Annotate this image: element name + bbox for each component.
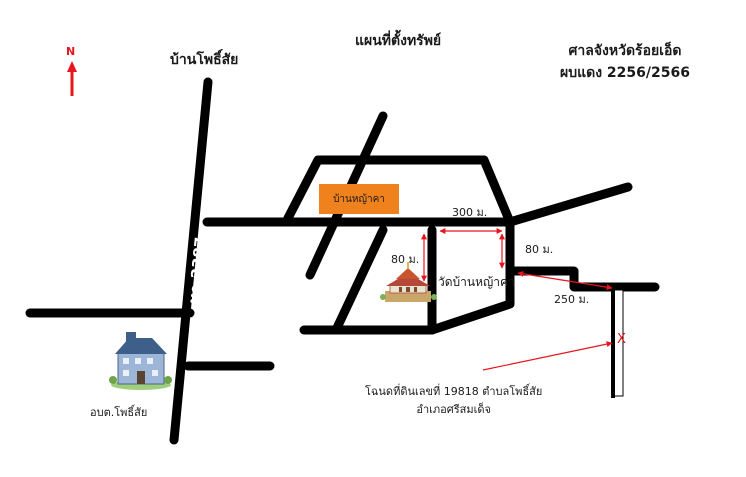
village-outline	[281, 155, 515, 227]
court-name: ศาลจังหวัดร้อยเอ็ด	[568, 43, 682, 59]
diagonal-road-2	[331, 225, 388, 335]
office-label: อบต.โพธิ์สัย	[90, 406, 148, 419]
case-number: ผบแดง 2256/2566	[560, 65, 690, 81]
distance-250: 250 ม.	[554, 293, 590, 306]
parcel-deed: โฉนดที่ดินเลขที่ 19818 ตำบลโพธิ์สัย	[365, 385, 543, 398]
temple-icon	[380, 262, 437, 302]
step-road	[507, 266, 660, 292]
map-title: แผนที่ตั้งทรัพย์	[355, 33, 442, 49]
north-label: N	[66, 45, 76, 58]
parcel-marker: X	[617, 332, 626, 347]
distance-300: 300 ม.	[452, 206, 488, 219]
village-banner-label: บ้านหญ้าคา	[333, 193, 385, 205]
village-top-label: บ้านโพธิ์สัย	[170, 52, 239, 68]
distance-80-right: 80 ม.	[525, 243, 554, 256]
parcel-pointer	[482, 341, 613, 371]
court-info: ศาลจังหวัดร้อยเอ็ด ผบแดง 2256/2566	[560, 40, 690, 84]
parcel-description: โฉนดที่ดินเลขที่ 19818 ตำบลโพธิ์สัย อำเภ…	[365, 383, 542, 419]
highway-2387	[169, 77, 213, 445]
dim-250-arrow	[517, 270, 613, 291]
village-banner: บ้านหญ้าคา	[319, 184, 399, 214]
distance-80-left: 80 ม.	[391, 253, 420, 266]
road-northeast	[505, 182, 633, 227]
parcel-district: อำเภอศรีสมเด็จ	[416, 403, 491, 416]
parcel-strip	[611, 289, 624, 398]
temple-label: วัดบ้านหญ้าคา	[438, 275, 515, 289]
distance-annotations	[421, 228, 613, 371]
north-arrow	[67, 61, 77, 96]
building-icon	[109, 332, 172, 390]
temple-east-road	[427, 217, 515, 335]
